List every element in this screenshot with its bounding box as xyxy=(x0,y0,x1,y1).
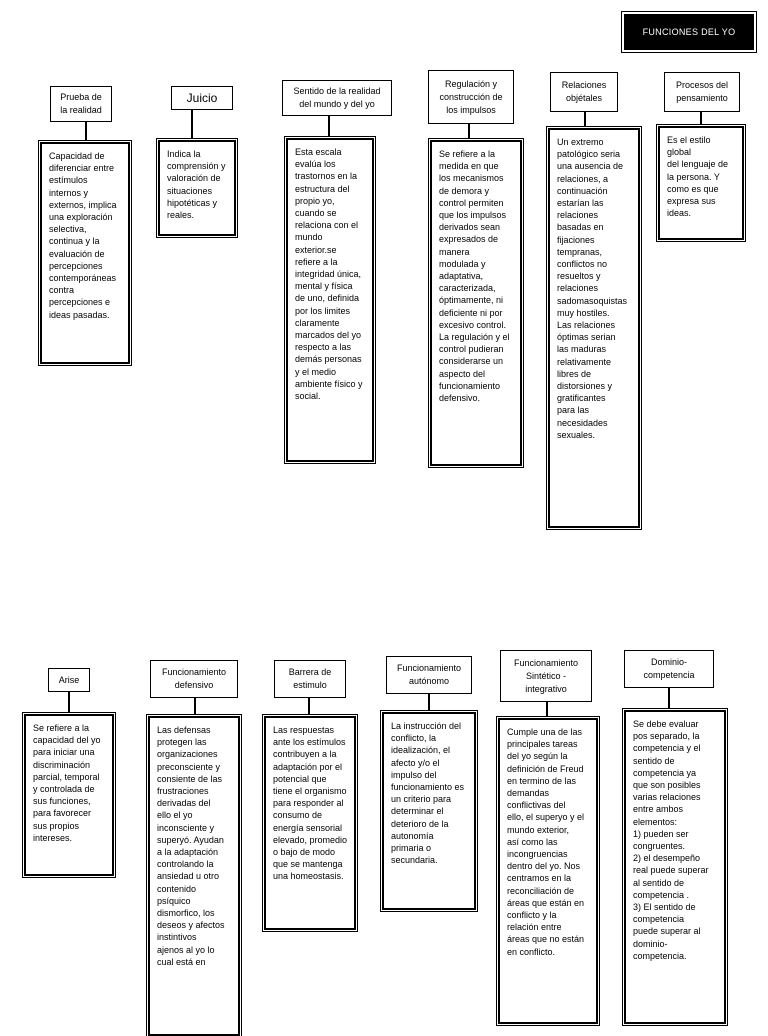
node-header: Arise xyxy=(48,668,90,692)
connector-line xyxy=(584,110,586,128)
connector-line xyxy=(668,688,670,708)
connector-line xyxy=(428,694,430,712)
node-description: Esta escala evalúa los trastornos en la … xyxy=(286,138,374,462)
connector-line xyxy=(546,702,548,718)
node-header: Procesos del pensamiento xyxy=(664,72,740,112)
node-header: Funcionamiento autónomo xyxy=(386,656,472,694)
node-header: Juicio xyxy=(171,86,233,110)
node-description: Un extremo patológico seria una ausencia… xyxy=(548,128,640,528)
node-header: Sentido de la realidad del mundo y del y… xyxy=(282,80,392,116)
node-description: Indica la comprensión y valoración de si… xyxy=(158,140,236,236)
node-description: Las respuestas ante los estímulos contri… xyxy=(264,716,356,930)
node-header: Funcionamiento Sintético - integrativo xyxy=(500,650,592,702)
connector-line xyxy=(191,110,193,140)
node-header: Prueba de la realidad xyxy=(50,86,112,122)
connector-line xyxy=(700,110,702,126)
connector-line xyxy=(468,122,470,140)
node-description: Las defensas protegen las organizaciones… xyxy=(148,716,240,1036)
node-description: Es el estilo global del lenguaje de la p… xyxy=(658,126,744,240)
node-description: Se debe evaluar pos separado, la compete… xyxy=(624,710,726,1024)
node-header: Barrera de estimulo xyxy=(274,660,346,698)
node-header: Regulación y construcción de los impulso… xyxy=(428,70,514,124)
node-description: Se refiere a la medida en que los mecani… xyxy=(430,140,522,466)
connector-line xyxy=(308,698,310,716)
node-description: Capacidad de diferenciar entre estímulos… xyxy=(40,142,130,364)
node-header: Funcionamiento defensivo xyxy=(150,660,238,698)
node-description: La instrucción del conflicto, la idealiz… xyxy=(382,712,476,910)
connector-line xyxy=(85,120,87,140)
diagram-title: FUNCIONES DEL YO xyxy=(621,11,757,53)
node-description: Cumple una de las principales tareas del… xyxy=(498,718,598,1024)
node-description: Se refiere a la capacidad del yo para in… xyxy=(24,714,114,876)
node-header: Relaciones objétales xyxy=(550,72,618,112)
node-header: Dominio- competencia xyxy=(624,650,714,688)
connector-line xyxy=(328,114,330,138)
connector-line xyxy=(68,692,70,712)
connector-line xyxy=(194,698,196,716)
